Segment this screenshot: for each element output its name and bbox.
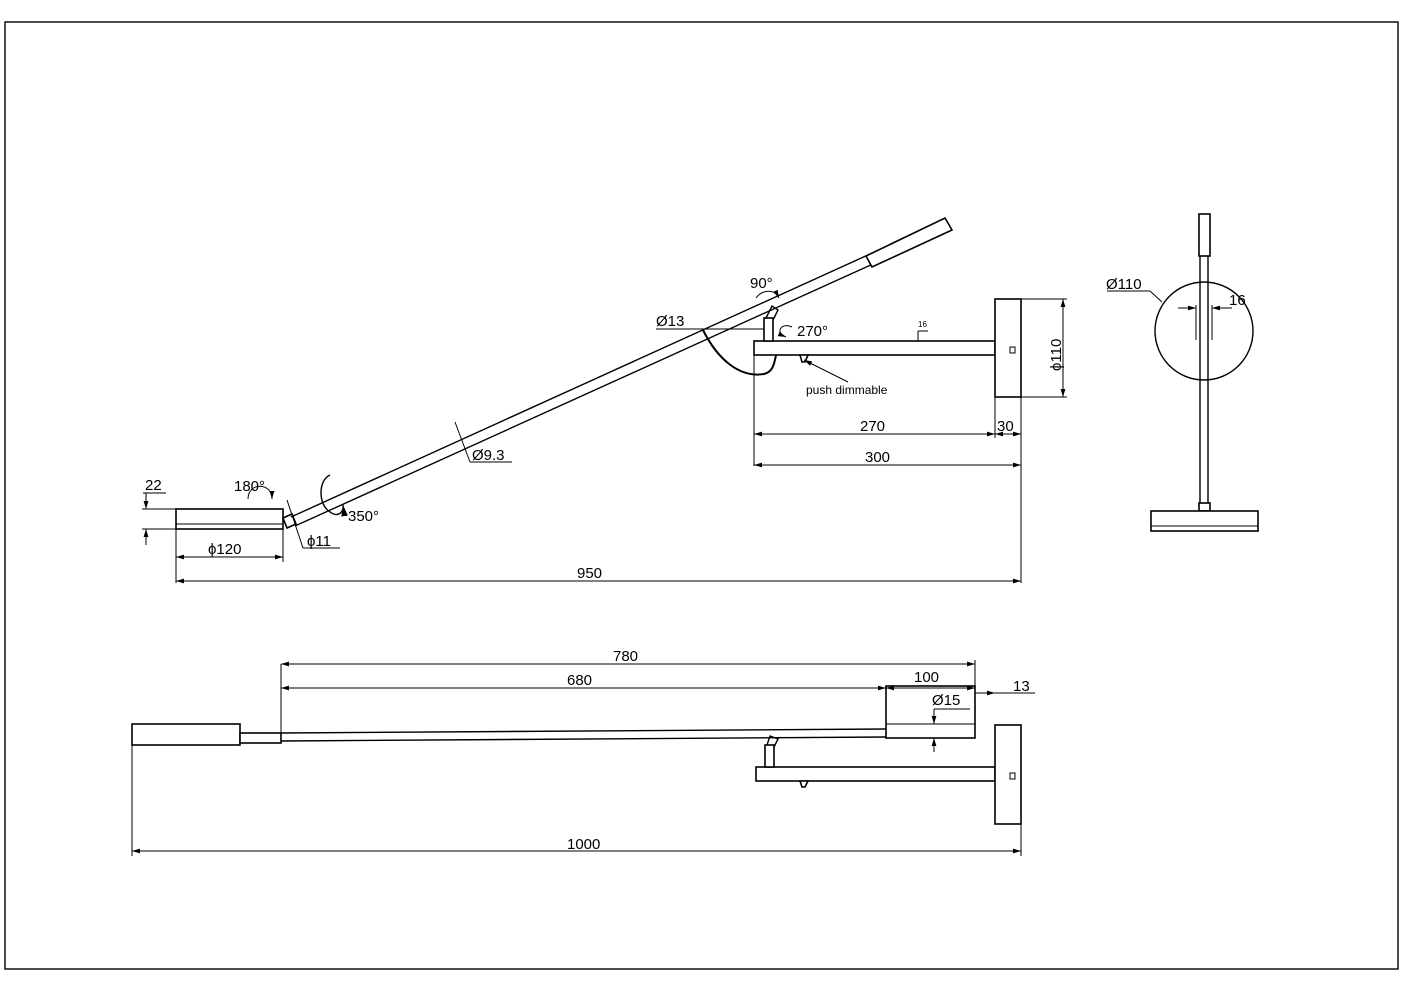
mount-joint: [763, 317, 774, 342]
dim-13: 13: [1013, 678, 1030, 695]
power-cable: [702, 329, 777, 376]
dim-phi9-3: Ø9.3: [472, 447, 505, 464]
dim-270: 270: [860, 418, 885, 435]
dim-phi13: Ø13: [656, 313, 684, 330]
dim-phi15: Ø15: [932, 692, 960, 709]
dim-300: 300: [865, 449, 890, 466]
lamp-base: [175, 508, 284, 530]
top-mount-joint: [764, 744, 775, 768]
push-dimmable-label: push dimmable: [806, 383, 888, 397]
dim-780: 780: [613, 648, 638, 665]
front-view: 16 Ø110: [1106, 213, 1259, 532]
dim-phi120: ϕ120: [208, 541, 241, 558]
top-view: 780 680 100 Ø15 13 1000: [131, 648, 1035, 856]
dim-16: 16: [1229, 292, 1246, 309]
angle-270-label: 270°: [797, 323, 828, 340]
angle-350-label: 350°: [348, 508, 379, 525]
top-screw-icon: [1009, 772, 1016, 780]
dim-1000: 1000: [567, 836, 600, 853]
lamp-arm: [290, 219, 946, 518]
dim-100: 100: [914, 669, 939, 686]
wall-plate-circle: [1154, 281, 1254, 381]
dim-680: 680: [567, 672, 592, 689]
dim-30: 30: [997, 418, 1014, 435]
wall-screw-icon: [1009, 346, 1016, 354]
drawing-frame: [4, 21, 1399, 970]
angle-180-label: 180°: [234, 478, 265, 495]
small-dim-16: 16: [918, 320, 927, 329]
dim-22: 22: [145, 477, 162, 494]
angle-90-label: 90°: [750, 275, 773, 292]
dim-phi110-vertical: ϕ110: [1048, 339, 1065, 371]
front-base: [1150, 510, 1259, 532]
top-lamp-head: [131, 723, 241, 746]
dim-950: 950: [577, 565, 602, 582]
wall-plate: [994, 298, 1022, 398]
top-counterweight: [885, 685, 976, 739]
side-view: 180° 350° 22 ϕ120 ϕ11 Ø9.3 90° Ø13 270°: [142, 216, 1067, 584]
top-push-button-icon: [798, 780, 810, 788]
top-joint: [239, 732, 282, 744]
front-lamp-head: [1198, 213, 1211, 257]
front-joint: [1198, 502, 1211, 512]
lamp-head: [864, 216, 954, 269]
top-wall-arm: [755, 766, 996, 782]
dim-phi11: ϕ11: [307, 533, 331, 550]
dim-phi110-circle: Ø110: [1106, 276, 1142, 293]
wall-arm: [753, 340, 996, 356]
top-wall-plate: [994, 724, 1022, 825]
